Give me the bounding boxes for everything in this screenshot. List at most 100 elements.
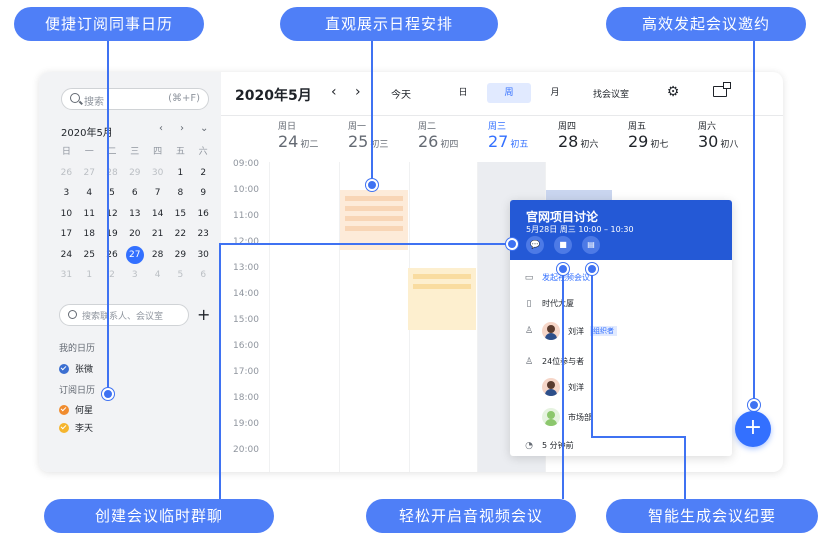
mini-day[interactable]: 14	[151, 208, 164, 219]
mini-prev-icon[interactable]: ‹	[159, 123, 163, 134]
mini-day[interactable]: 16	[197, 208, 209, 219]
mini-day-selected[interactable]: 27	[123, 245, 146, 266]
event-title: 官网项目讨论	[526, 210, 599, 224]
event-block-thu[interactable]	[546, 190, 612, 202]
tab-month[interactable]: 月	[550, 88, 560, 98]
event-block-mon[interactable]	[340, 190, 408, 250]
next-week-icon[interactable]: ›	[355, 84, 361, 100]
mini-day[interactable]: 2	[200, 167, 207, 178]
mini-day[interactable]: 12	[106, 208, 118, 219]
day-number: 29	[628, 132, 649, 151]
checkbox-icon	[59, 363, 69, 374]
mini-day[interactable]: 24	[60, 249, 73, 260]
mini-day[interactable]: 2	[109, 270, 115, 280]
day-lunar: 初四	[440, 140, 459, 150]
my-calendar-item[interactable]: 张微	[59, 362, 93, 375]
mini-day[interactable]: 30	[151, 167, 164, 178]
mini-calendar-grid: 日 一 二 三 四 五 六 26 27 28 29 30 1 2 3 4 5	[55, 142, 215, 286]
person-icon: ♙	[524, 326, 534, 336]
mini-day[interactable]: 29	[129, 167, 141, 178]
mini-day[interactable]: 7	[154, 188, 161, 198]
event-block-tue[interactable]	[408, 268, 476, 330]
grid-column	[339, 162, 340, 472]
mini-day[interactable]: 25	[83, 249, 95, 260]
mini-day[interactable]: 28	[151, 249, 164, 260]
mini-day[interactable]: 6	[200, 270, 207, 280]
callout-group-chat: 创建会议临时群聊	[44, 499, 274, 533]
video-icon[interactable]: ■	[554, 236, 572, 254]
tab-week[interactable]: 周	[487, 83, 531, 103]
doc-icon[interactable]: ▤	[582, 236, 600, 254]
building-icon: ▯	[526, 298, 532, 309]
mini-day[interactable]: 4	[86, 188, 93, 198]
mini-day[interactable]: 11	[83, 208, 95, 219]
mini-day[interactable]: 6	[131, 188, 138, 198]
connector-line	[371, 41, 373, 184]
create-event-button[interactable]: +	[735, 411, 771, 447]
mini-next-icon[interactable]: ›	[180, 123, 184, 134]
day-number: 24	[278, 132, 299, 151]
event-placeholder-line	[345, 216, 403, 221]
attendee-count-row[interactable]: ♙ 24位参与者	[524, 356, 584, 367]
calendar-name: 李天	[75, 424, 94, 434]
mini-day[interactable]: 3	[131, 270, 138, 280]
mini-day[interactable]: 28	[106, 167, 118, 178]
mini-day[interactable]: 23	[197, 229, 209, 239]
mini-day[interactable]: 5	[177, 270, 184, 280]
mini-day[interactable]: 30	[197, 249, 209, 260]
mini-day[interactable]: 26	[106, 249, 118, 260]
time-label: 13:00	[233, 263, 259, 273]
search-input[interactable]: 搜索 (⌘+F)	[61, 88, 209, 110]
attendee-row: 刘洋	[542, 378, 584, 396]
my-calendars-label: 我的日历	[59, 344, 96, 354]
reminder-row: ◔ 5 分钟前	[524, 440, 574, 451]
mini-day[interactable]: 18	[83, 229, 95, 239]
tab-day[interactable]: 日	[458, 88, 468, 98]
avatar	[542, 322, 560, 340]
popout-icon[interactable]	[713, 82, 731, 97]
mini-day[interactable]: 26	[60, 167, 73, 178]
mini-day[interactable]: 13	[129, 208, 141, 219]
contact-search-input[interactable]: 搜索联系人、会议室	[59, 304, 189, 326]
mini-day[interactable]: 17	[60, 229, 73, 239]
time-label: 10:00	[233, 185, 259, 195]
mini-day[interactable]: 1	[86, 270, 93, 280]
mini-day[interactable]: 27	[83, 167, 95, 178]
mini-day[interactable]: 3	[63, 188, 70, 198]
mini-day[interactable]: 8	[177, 188, 184, 198]
mini-day[interactable]: 22	[174, 229, 187, 239]
mini-expand-icon[interactable]: ⌄	[200, 123, 209, 134]
mini-day[interactable]: 10	[60, 208, 73, 219]
video-meeting-row[interactable]: ▭ 发起视频会议	[524, 272, 590, 283]
avatar	[542, 378, 560, 396]
video-meeting-link[interactable]: 发起视频会议	[542, 273, 590, 282]
mini-day[interactable]: 21	[151, 229, 164, 239]
day-lunar: 初六	[580, 140, 599, 150]
today-button[interactable]: 今天	[391, 90, 411, 101]
mini-day[interactable]: 29	[174, 249, 187, 260]
mini-day[interactable]: 5	[109, 188, 115, 198]
mini-day[interactable]: 9	[200, 188, 207, 198]
mini-day[interactable]: 31	[60, 270, 73, 280]
prev-week-icon[interactable]: ‹	[331, 84, 337, 100]
mini-day[interactable]: 1	[177, 167, 184, 178]
mini-day[interactable]: 19	[106, 229, 118, 239]
gear-icon[interactable]: ⚙	[666, 84, 680, 100]
find-room-button[interactable]: 找会议室	[593, 90, 630, 100]
day-weekday: 周六	[698, 122, 717, 132]
mini-day[interactable]: 20	[129, 229, 141, 239]
subscribed-calendar-item[interactable]: 何星	[59, 403, 93, 416]
chat-icon[interactable]: 💬	[526, 236, 544, 254]
checkbox-icon	[59, 404, 69, 415]
mini-day[interactable]: 15	[174, 208, 187, 219]
add-calendar-button[interactable]: +	[197, 305, 211, 324]
mini-day[interactable]: 4	[154, 270, 161, 280]
subscribed-calendar-item[interactable]: 李天	[59, 421, 93, 434]
